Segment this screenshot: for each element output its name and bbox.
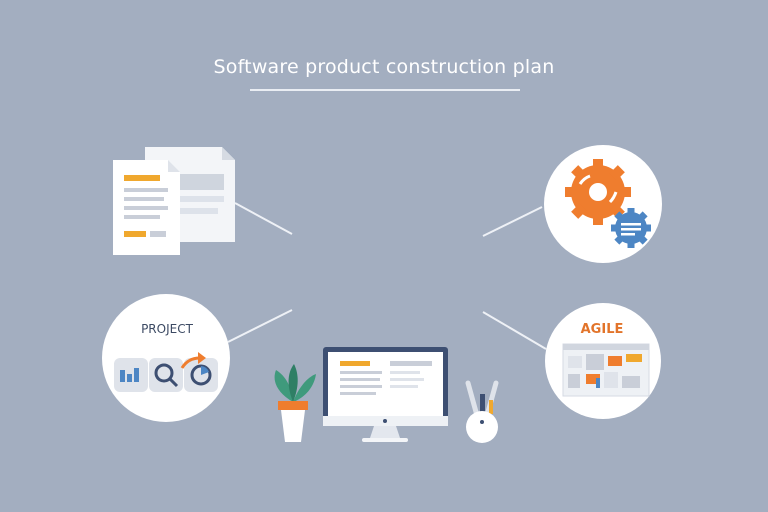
project-tools-icon [114,352,218,392]
connector-documents [234,202,293,235]
plant-icon [274,364,316,442]
agile-board-icon [562,343,650,397]
diagram-title: Software product construction plan [213,56,555,78]
documents-icon [113,147,235,255]
connector-agile [482,311,547,350]
connector-lines [227,202,547,350]
gears-icon [565,159,651,248]
computer-monitor-icon [323,347,448,442]
pen-holder-icon [465,380,499,443]
connector-project [227,309,293,343]
project-label: PROJECT [141,322,193,336]
agile-label: AGILE [580,322,624,337]
connector-gears [482,206,543,237]
title-underline [250,89,520,91]
